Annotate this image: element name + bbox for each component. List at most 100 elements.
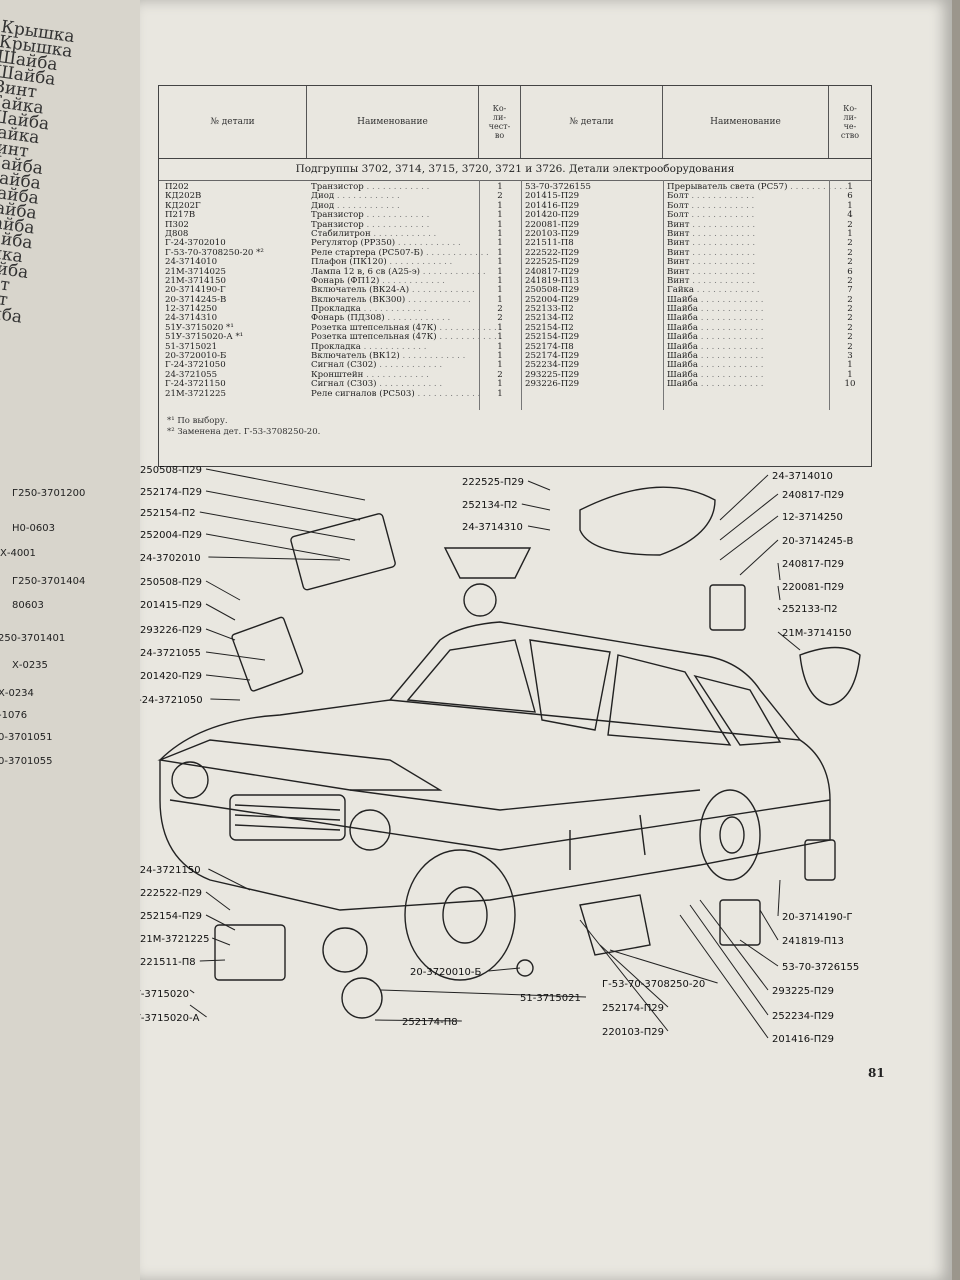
table-cell-qty: 1 [497,285,503,296]
callout-label: 252234-П29 [772,1011,834,1022]
table-cell-qty: 1 [497,210,503,221]
table-cell-name: Винт . . . . . . . . . . . . [667,219,756,230]
table-cell-name: Кронштейн . . . . . . . . . . . . [311,369,429,380]
leader-line [205,580,241,601]
callout-label: 20-3720010-Б [410,967,481,978]
table-cell-part: 24-3721055 [165,369,218,380]
callout-label: 201420-П29 [140,671,202,682]
table-cell-qty: 4 [847,210,853,221]
leader-line [777,562,781,581]
table-cell-name: Шайба . . . . . . . . . . . . [667,379,764,390]
leader-line [189,1004,207,1018]
table-cell-name: Розетка штепсельная (47К) . . . . . . . … [311,322,503,333]
table-cell-qty: 6 [847,266,853,277]
table-cell-name: Реле сигналов (РС503) . . . . . . . . . … [311,388,481,399]
table-cell-qty: 2 [847,275,853,286]
header-qty-2: Ко- ли- че- ство [840,104,860,140]
table-cell-qty: 1 [497,332,503,343]
callout-label: 201416-П29 [772,1034,834,1045]
table-cell-name: Регулятор (РР350) . . . . . . . . . . . … [311,238,461,249]
table-cell-name: Шайба . . . . . . . . . . . . [667,351,764,362]
table-cell-qty: 1 [497,388,503,399]
table-cell-part: 250508-П29 [525,285,580,296]
table-cell-part: Г-24-3721150 [165,379,226,390]
callout-label: 21М-3714150 [782,628,852,639]
table-cell-qty: 2 [847,247,853,258]
table-cell-qty: 10 [844,379,856,390]
table-cell-part: 24-3714310 [165,313,218,324]
table-cell-name: Шайба . . . . . . . . . . . . [667,360,764,371]
table-cell-name: Розетка штепсельная (47К) . . . . . . . … [311,332,503,343]
table-cell-qty: 2 [847,332,853,343]
callout-label: 20-3714190-Г [782,912,853,923]
left-page-part-number: Х-4001 [0,548,36,559]
leader-line [212,937,231,946]
leader-line [199,511,356,541]
leader-line [199,959,226,962]
header-part-no-2: № детали [521,86,663,158]
callout-label: 222522-П29 [140,888,202,899]
callout-label: 220081-П29 [782,582,844,593]
table-cell-part: 252174-П29 [525,351,580,362]
leader-line [527,480,551,491]
leader-line [205,628,236,641]
leader-line [205,490,361,521]
table-cell-name: Шайба . . . . . . . . . . . . [667,332,764,343]
table-cell-name: Гайка . . . . . . . . . . . . [667,285,760,296]
table-cell-qty: 3 [847,351,853,362]
table-cell-part: 222525-П29 [525,257,580,268]
leader-line [374,1019,462,1022]
table-cell-qty: 2 [847,294,853,305]
table-cell-part: 222522-П29 [525,247,580,258]
table-cell-name: Болт . . . . . . . . . . . . [667,191,755,202]
header-name-2: Наименование [663,86,829,158]
leader-line [777,585,781,601]
callout-label: 51У-3715020-А [140,1013,200,1024]
table-cell-qty: 2 [497,313,503,324]
table-cell-qty: 2 [497,304,503,315]
left-page-part-number: 250-3701401 [0,633,66,644]
callout-label: 221511-П8 [140,957,196,968]
callout-label: 252154-П2 [140,508,196,519]
table-cell-part: 21М-3714025 [165,266,226,277]
table-cell-qty: 1 [497,219,503,230]
leader-line [689,904,769,1016]
table-cell-part: 220081-П29 [525,219,580,230]
table-cell-part: 20-3714245-В [165,294,227,305]
callout-label: 252133-П2 [782,604,838,615]
table-cell-name: Шайба . . . . . . . . . . . . [667,313,764,324]
table-cell-name: Включатель (ВК300) . . . . . . . . . . .… [311,294,471,305]
left-page-part-number: Х-0234 [0,688,34,699]
callout-label: 293225-П29 [772,986,834,997]
table-cell-qty: 1 [497,294,503,305]
left-page-part-number: 80603 [12,600,44,611]
table-cell-name: Плафон (ПК120) . . . . . . . . . . . . [311,257,453,268]
table-cell-part: 252134-П2 [525,313,574,324]
leader-line [527,525,551,531]
table-cell-qty: 1 [497,351,503,362]
table-cell-qty: 1 [497,238,503,249]
left-name-column: Транзистор . . . . . . . . . . . .Диод .… [311,182,503,399]
table-cell-part: 221511-П8 [525,238,574,249]
table-cell-part: Д808 [165,228,189,239]
table-cell-part: П202 [165,182,189,192]
footnote-2: *² Заменена дет. Г-53-3708250-20. [167,427,321,437]
header-part-no: № детали [159,86,307,158]
header-qty: Ко- ли- чест- во [479,86,521,158]
table-cell-qty: 1 [497,200,503,211]
table-cell-qty: 2 [497,369,503,380]
table-cell-qty: 2 [497,191,503,202]
table-cell-qty: 2 [847,238,853,249]
leader-line [488,967,521,972]
callout-label: 51У-3715020 [140,989,189,1000]
table-cell-part: 240817-П29 [525,266,580,277]
table-cell-qty: 1 [497,247,503,258]
table-cell-name: Включатель (ВК24-А) . . . . . . . . . . … [311,285,475,296]
table-cell-qty: 2 [847,304,853,315]
left-page-part-number: 0-3701051 [0,732,53,743]
callout-label: 21М-3721225 [140,934,210,945]
table-cell-name: Винт . . . . . . . . . . . . [667,275,756,286]
leader-line [719,474,769,521]
table-cell-qty: 1 [497,266,503,277]
